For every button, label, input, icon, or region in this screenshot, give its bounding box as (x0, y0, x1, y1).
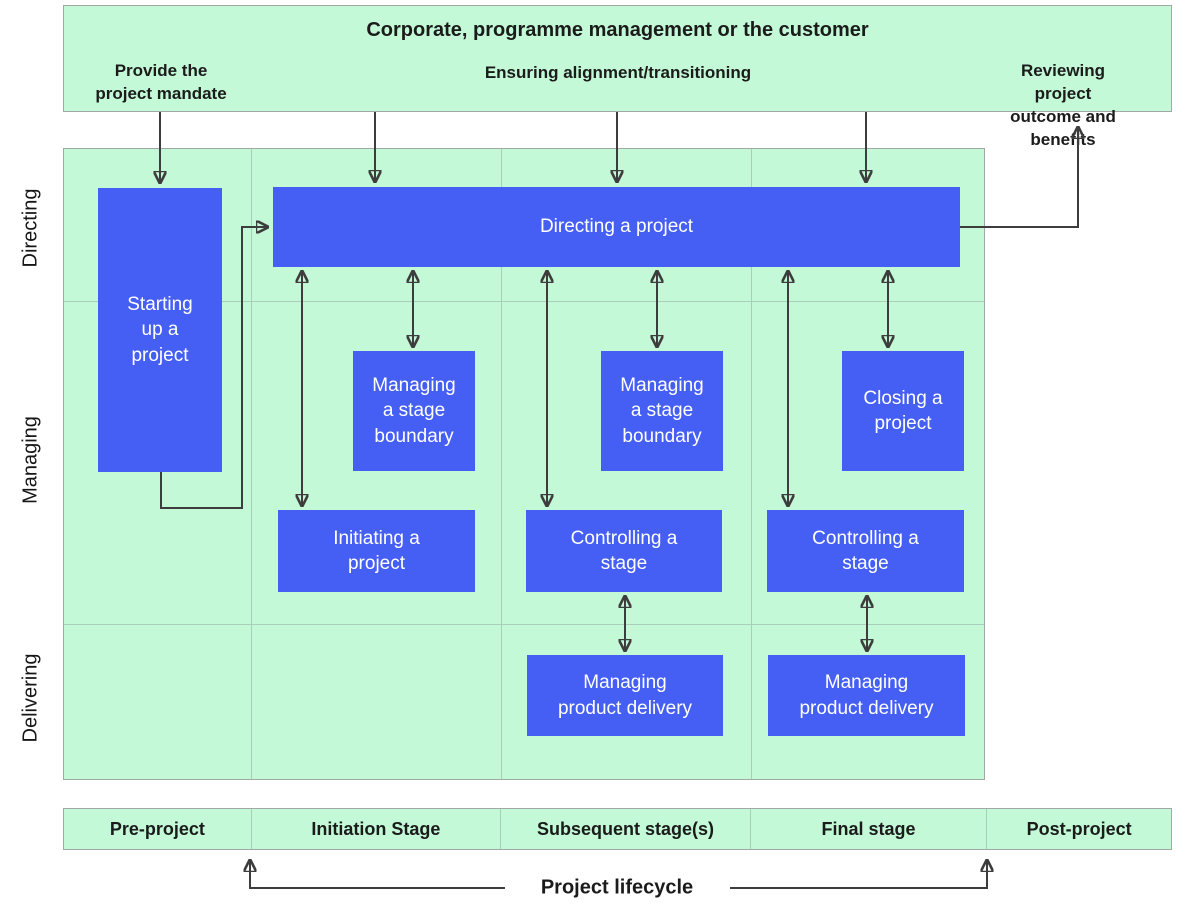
stage-cell-pre-project: Pre-project (109, 818, 205, 839)
project-lifecycle-label: Project lifecycle (540, 876, 694, 899)
arrow-lifecycle-left (250, 861, 505, 889)
process-box-managing-product-delivery-1: Managing product delivery (527, 655, 723, 736)
grid-line-horizontal-managing-delivering (64, 624, 984, 625)
grid-line-vertical-2 (501, 149, 502, 779)
grid-line-vertical-3 (751, 149, 752, 779)
process-box-starting-up-a-project: Starting up a project (98, 188, 222, 472)
grid-line-vertical-1 (251, 149, 252, 779)
banner-label-ensuring-alignment: Ensuring alignment/transitioning (484, 63, 752, 82)
corporate-banner: Corporate, programme management or the c… (63, 5, 1172, 149)
process-box-managing-stage-boundary-2: Managing a stage boundary (601, 351, 723, 471)
process-box-initiating-a-project: Initiating a project (278, 510, 475, 592)
process-box-closing-a-project: Closing a project (842, 351, 964, 471)
stage-cell-post-project: Post-project (986, 809, 1171, 849)
arrow-lifecycle-right (730, 861, 987, 889)
stage-bar: Pre-project Initiation Stage Subsequent … (63, 808, 1172, 850)
process-box-controlling-a-stage-1: Controlling a stage (526, 510, 722, 592)
row-label-managing: Managing (19, 416, 42, 504)
stage-cell-subsequent-stages: Subsequent stage(s) (500, 809, 750, 849)
banner-title: Corporate, programme management or the c… (366, 19, 869, 41)
stage-cell-initiation-stage: Initiation Stage (250, 809, 501, 849)
stage-cell-final-stage: Final stage (749, 809, 987, 849)
process-box-directing-a-project: Directing a project (273, 187, 960, 267)
process-box-controlling-a-stage-2: Controlling a stage (767, 510, 964, 592)
banner-label-reviewing-outcome: Reviewing project outcome and benefits (1010, 61, 1116, 149)
process-box-managing-product-delivery-2: Managing product delivery (768, 655, 965, 736)
process-box-managing-stage-boundary-1: Managing a stage boundary (353, 351, 475, 471)
row-label-directing: Directing (19, 188, 42, 268)
grid-line-horizontal-directing-managing (64, 301, 984, 302)
row-label-delivering: Delivering (19, 653, 42, 743)
banner-label-provide-mandate: Provide the project mandate (95, 61, 227, 103)
